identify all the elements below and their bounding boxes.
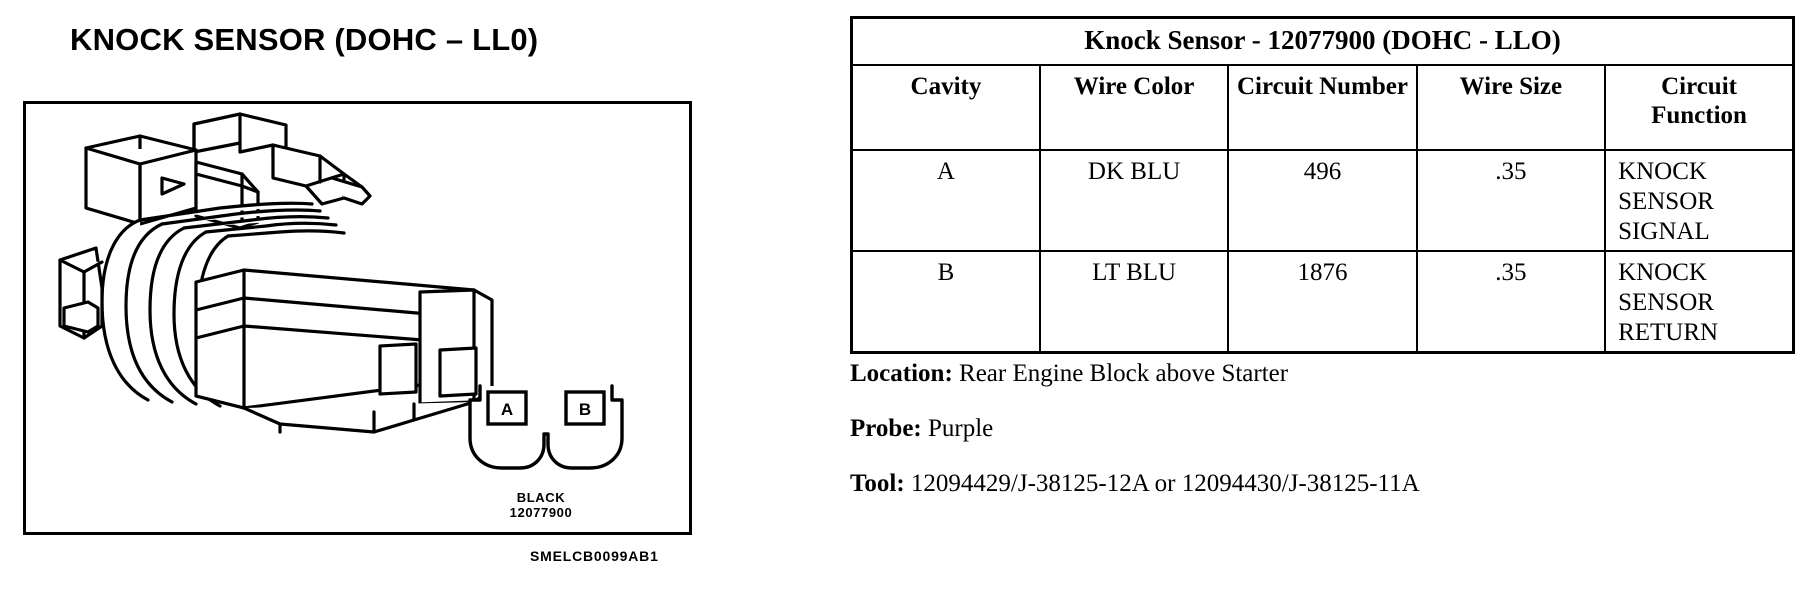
probe-note: Probe: Purple [850,415,993,443]
probe-label: Probe: [850,415,922,442]
connector-illustration-panel: KNOCK SENSOR (DOHC – LL0) [0,0,830,608]
table-row: B LT BLU 1876 .35 KNOCK SENSOR RETURN [850,250,1795,354]
connector-line-drawing [58,112,494,434]
tool-label: Tool: [850,470,905,497]
tool-note: Tool: 12094429/J-38125-12A or 12094430/J… [850,470,1420,498]
cavity-label-a: A [501,400,513,419]
location-value: Rear Engine Block above Starter [959,360,1289,387]
column-header-wire-size: Wire Size [1415,64,1607,151]
location-note: Location: Rear Engine Block above Starte… [850,360,1288,388]
page-title: KNOCK SENSOR (DOHC – LL0) [70,22,539,57]
column-header-circuit-number: Circuit Number [1227,64,1418,151]
cell-wire-size: .35 [1415,250,1607,354]
table-row: A DK BLU 496 .35 KNOCK SENSOR SIGNAL [850,149,1795,252]
cell-cavity: A [850,149,1041,252]
cell-wire-color: LT BLU [1038,250,1230,354]
figure-reference-code: SMELCB0099AB1 [530,548,659,564]
illustration-frame: A B BLACK 12077900 [23,101,692,535]
column-header-circuit-function: Circuit Function [1604,64,1795,151]
location-label: Location: [850,360,953,387]
cell-wire-size: .35 [1415,149,1607,252]
cavity-label-b: B [579,400,591,419]
cavity-face-view: A B [468,384,624,470]
column-header-cavity: Cavity [850,64,1041,151]
probe-value: Purple [928,415,994,442]
connector-color-label: BLACK [516,490,566,505]
pinout-panel: Knock Sensor - 12077900 (DOHC - LLO) Cav… [845,0,1808,608]
table-title: Knock Sensor - 12077900 (DOHC - LLO) [851,17,1794,66]
cell-cavity: B [850,250,1041,354]
connector-part-number-label: 12077900 [509,505,573,520]
connector-pinout-table: Knock Sensor - 12077900 (DOHC - LLO) Cav… [850,16,1795,354]
column-header-wire-color: Wire Color [1038,64,1230,151]
cell-circuit-function: KNOCK SENSOR RETURN [1604,250,1795,354]
table-title-row: Knock Sensor - 12077900 (DOHC - LLO) [851,17,1794,66]
cell-circuit-function: KNOCK SENSOR SIGNAL [1604,149,1795,252]
cell-circuit-number: 1876 [1227,250,1418,354]
cell-circuit-number: 496 [1227,149,1418,252]
tool-value: 12094429/J-38125-12A or 12094430/J-38125… [910,470,1420,497]
cell-wire-color: DK BLU [1038,149,1230,252]
table-header-row: Cavity Wire Color Circuit Number Wire Si… [850,64,1795,151]
connector-caption: BLACK 12077900 [426,490,656,520]
